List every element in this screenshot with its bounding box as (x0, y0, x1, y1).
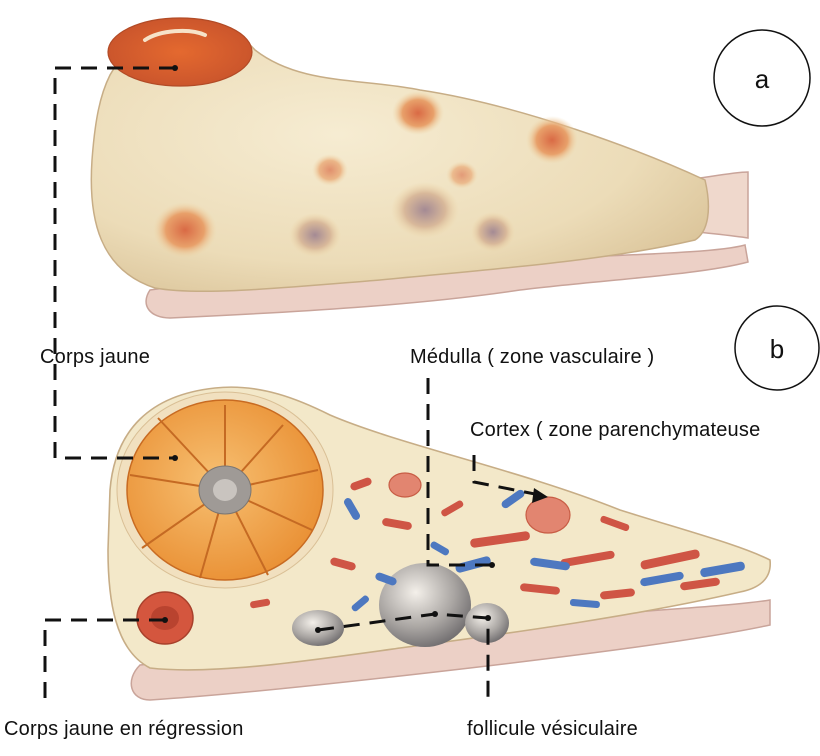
label-corps-jaune: Corps jaune (40, 346, 150, 369)
follicle-spot (392, 91, 444, 135)
label-corps-jaune-regression: Corps jaune en régression (4, 718, 244, 741)
label-follicule-vesiculaire: follicule vésiculaire (467, 718, 638, 741)
panel-a-label: a (755, 64, 770, 94)
panel-a-marker: a (714, 30, 810, 126)
follicle-spot (289, 213, 341, 257)
corpus-luteum-b (117, 392, 333, 588)
vesicular-follicle (379, 563, 471, 647)
panel-b-label: b (770, 334, 784, 364)
cortex-follicle (389, 473, 421, 497)
follicle-spot (312, 154, 348, 186)
label-cortex: Cortex ( zone parenchymateuse (470, 419, 760, 442)
follicle-spot (446, 161, 478, 189)
corpus-luteum-a (108, 18, 252, 86)
follicle-spot (153, 202, 217, 258)
ovary-external-view (91, 18, 748, 318)
follicle-spot (526, 116, 578, 164)
panel-b-marker: b (735, 306, 819, 390)
follicle-spot (391, 182, 459, 238)
follicle-spot (471, 212, 515, 252)
label-medulla: Médulla ( zone vasculaire ) (410, 346, 654, 369)
